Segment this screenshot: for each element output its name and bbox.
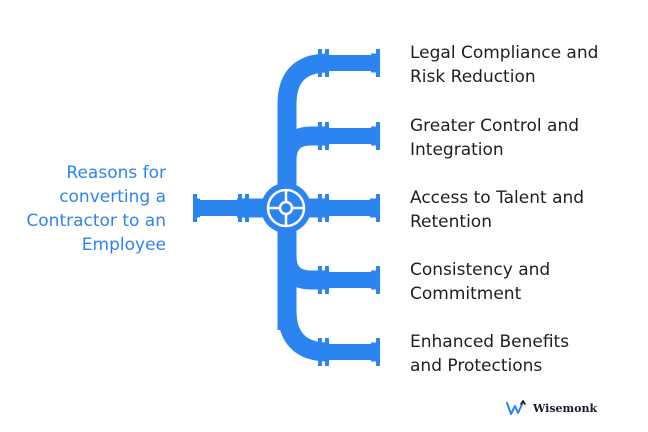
branch-pipe-2 xyxy=(277,126,378,161)
flange xyxy=(376,338,380,366)
flange xyxy=(318,122,322,150)
title-line: Employee xyxy=(81,235,166,255)
reason-line: Commitment xyxy=(410,284,522,304)
reason-item-5: Enhanced Benefits and Protections xyxy=(410,330,642,378)
reason-line: Risk Reduction xyxy=(410,67,536,87)
reason-line: Enhanced Benefits xyxy=(410,332,570,352)
flange xyxy=(238,194,242,222)
flange xyxy=(376,194,380,222)
brand-name: Wisemonk xyxy=(533,401,598,415)
flange xyxy=(376,266,380,294)
title-line: converting a xyxy=(59,187,166,207)
branch-pipe-1 xyxy=(277,53,378,105)
reason-item-4: Consistency and Commitment xyxy=(410,258,642,306)
reason-line: and Protections xyxy=(410,356,543,376)
reason-item-3: Access to Talent and Retention xyxy=(410,186,642,234)
reason-line: Retention xyxy=(410,212,492,232)
flange xyxy=(376,122,380,150)
reason-line: Consistency and xyxy=(410,260,551,280)
flange xyxy=(318,194,322,222)
flange xyxy=(318,49,322,77)
reason-line: Integration xyxy=(410,140,504,160)
flange xyxy=(318,266,322,294)
flange xyxy=(193,194,197,222)
flange xyxy=(325,49,329,77)
flange xyxy=(325,266,329,294)
title-line: Contractor to an xyxy=(26,211,166,231)
flange xyxy=(245,194,249,222)
reason-line: Greater Control and xyxy=(410,116,580,136)
flange xyxy=(325,194,329,222)
reason-item-2: Greater Control and Integration xyxy=(410,114,642,162)
brand-logo: Wisemonk xyxy=(506,400,597,416)
flange xyxy=(325,122,329,150)
reason-line: Access to Talent and xyxy=(410,188,585,208)
flange xyxy=(325,338,329,366)
flange xyxy=(318,338,322,366)
flange xyxy=(376,49,380,77)
branch-pipe-5 xyxy=(277,309,378,362)
reason-line: Legal Compliance and xyxy=(410,43,599,63)
diagram-title: Reasons for converting a Contractor to a… xyxy=(0,161,166,257)
wisemonk-logo-icon xyxy=(506,400,526,415)
valve-icon xyxy=(261,183,311,233)
branch-pipe-4 xyxy=(277,255,378,290)
title-line: Reasons for xyxy=(66,163,166,183)
reason-item-1: Legal Compliance and Risk Reduction xyxy=(410,41,642,89)
